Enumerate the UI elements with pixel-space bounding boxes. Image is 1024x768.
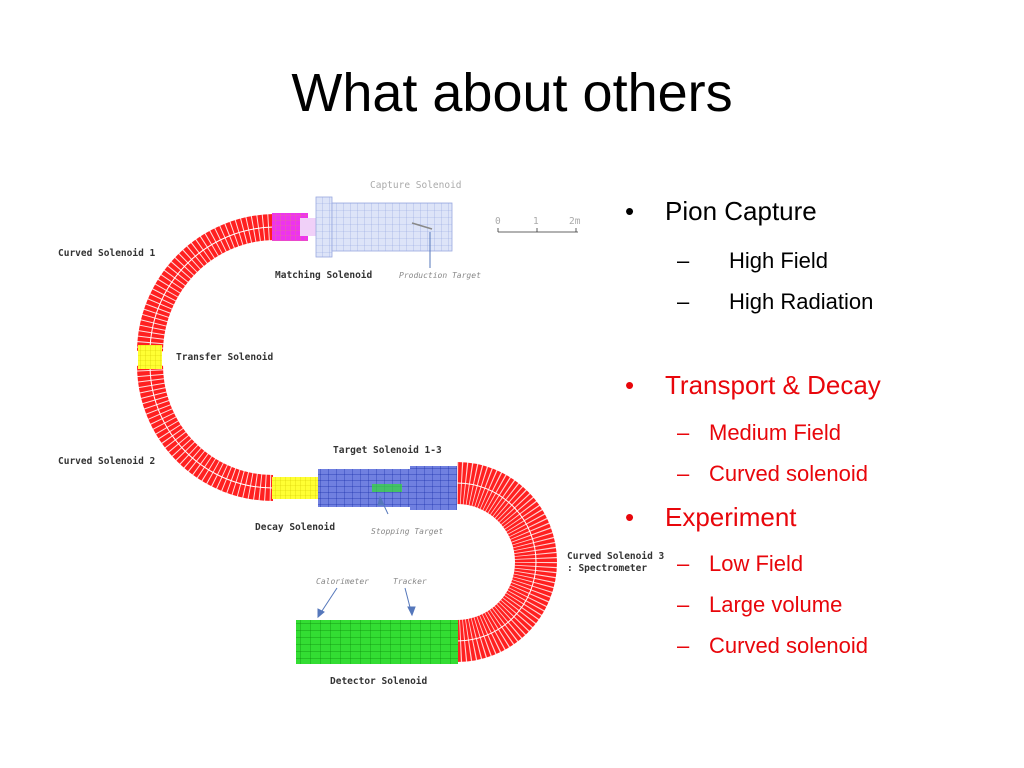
tracker-label: Tracker <box>393 577 427 586</box>
curved-solenoid-1 <box>135 212 275 352</box>
capture-solenoid <box>315 196 453 258</box>
scale-bar <box>497 228 578 233</box>
curved-solenoid-3 <box>456 460 559 664</box>
scale-tick-2: 2m <box>569 216 581 227</box>
target-solenoid <box>318 466 457 510</box>
capture-solenoid-label: Capture Solenoid <box>370 180 462 191</box>
target-solenoid-label: Target Solenoid 1-3 <box>333 445 442 456</box>
stopping-target <box>372 484 402 492</box>
calorimeter-label: Calorimeter <box>316 577 369 586</box>
decay-solenoid-label: Decay Solenoid <box>255 522 335 533</box>
matching-solenoid-label: Matching Solenoid <box>275 270 373 281</box>
curved-solenoid-2-label: Curved Solenoid 2 <box>58 456 155 467</box>
stopping-target-label: Stopping Target <box>371 527 443 536</box>
detector-solenoid <box>296 620 458 664</box>
slide-title: What about others <box>291 63 733 123</box>
spectrometer-label: : Spectrometer <box>567 563 647 574</box>
scale-tick-0: 0 <box>495 216 501 227</box>
transfer-solenoid-label: Transfer Solenoid <box>176 352 274 363</box>
production-target-label: Production Target <box>399 271 481 280</box>
production-target <box>411 222 433 230</box>
curved-solenoid-2 <box>135 364 274 503</box>
scale-tick-1: 1 <box>533 216 539 227</box>
curved-solenoid-1-label: Curved Solenoid 1 <box>58 248 156 259</box>
curved-solenoid-3-label: Curved Solenoid 3 <box>567 551 665 562</box>
detector-solenoid-label: Detector Solenoid <box>330 676 428 687</box>
